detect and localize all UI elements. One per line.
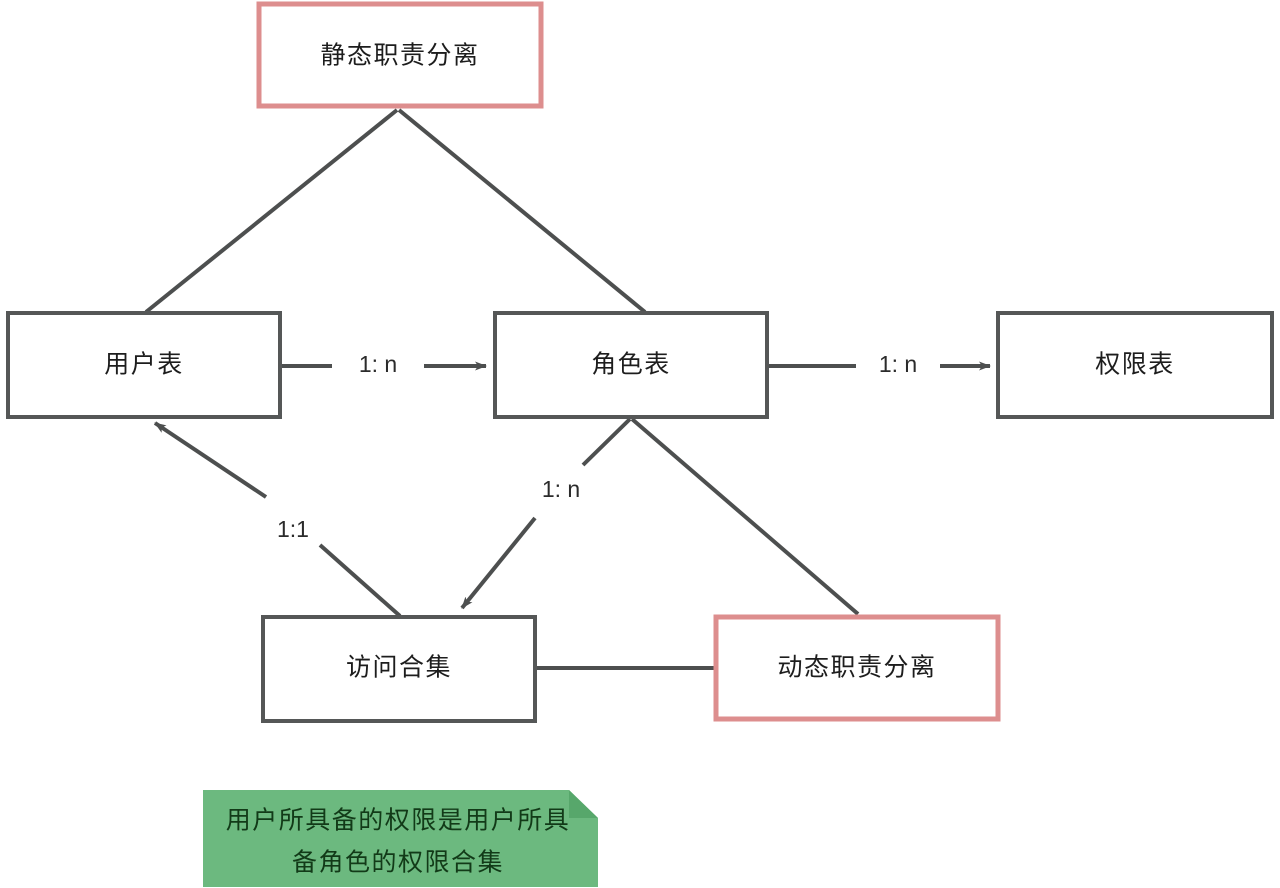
node-role-table-label: 角色表 (591, 351, 671, 379)
node-static-sod-label: 静态职责分离 (320, 42, 479, 70)
edge-label-access-to-user: 1:1 (277, 516, 309, 542)
node-user-table[interactable]: 用户表 (6, 311, 282, 419)
edge-role-to-access (460, 516, 537, 610)
edge-label-user-to-role: 1: n (359, 351, 397, 377)
node-permission-table-shape (996, 311, 1274, 419)
node-permission-table[interactable]: 权限表 (996, 311, 1274, 419)
note-shape (203, 790, 598, 887)
edge-role-to-access-stub (581, 417, 632, 467)
node-dynamic-sod[interactable]: 动态职责分离 (713, 614, 1001, 722)
node-access-set-shape (261, 615, 537, 723)
node-user-table-label: 用户表 (104, 351, 184, 379)
edge-label-role-to-permission: 1: n (879, 351, 917, 377)
node-static-sod-shape (256, 1, 544, 109)
node-dynamic-sod-shape (713, 614, 1001, 722)
note-line-2: 备角色的权限合集 (292, 849, 504, 877)
node-user-table-shape (6, 311, 282, 419)
edge-access-to-user-stub (318, 543, 402, 618)
node-static-sod[interactable]: 静态职责分离 (256, 1, 544, 109)
node-role-table-shape (493, 311, 769, 419)
edge-access-to-user (153, 421, 268, 499)
edge-static-sod-to-role-table (397, 108, 647, 314)
note-line-1: 用户所具备的权限是用户所具 (226, 807, 571, 835)
edge-role-to-dynamic-sod (630, 417, 860, 616)
note-fold-corner-icon (569, 790, 598, 818)
note-permission-union: 用户所具备的权限是用户所具 备角色的权限合集 (203, 790, 598, 887)
node-dynamic-sod-label: 动态职责分离 (777, 654, 936, 682)
node-access-set-label: 访问合集 (346, 654, 452, 682)
node-access-set[interactable]: 访问合集 (261, 615, 537, 723)
node-permission-table-label: 权限表 (1095, 351, 1175, 379)
edge-static-sod-to-user-table (144, 108, 399, 314)
edge-label-role-to-access: 1: n (542, 476, 580, 502)
node-role-table[interactable]: 角色表 (493, 311, 769, 419)
